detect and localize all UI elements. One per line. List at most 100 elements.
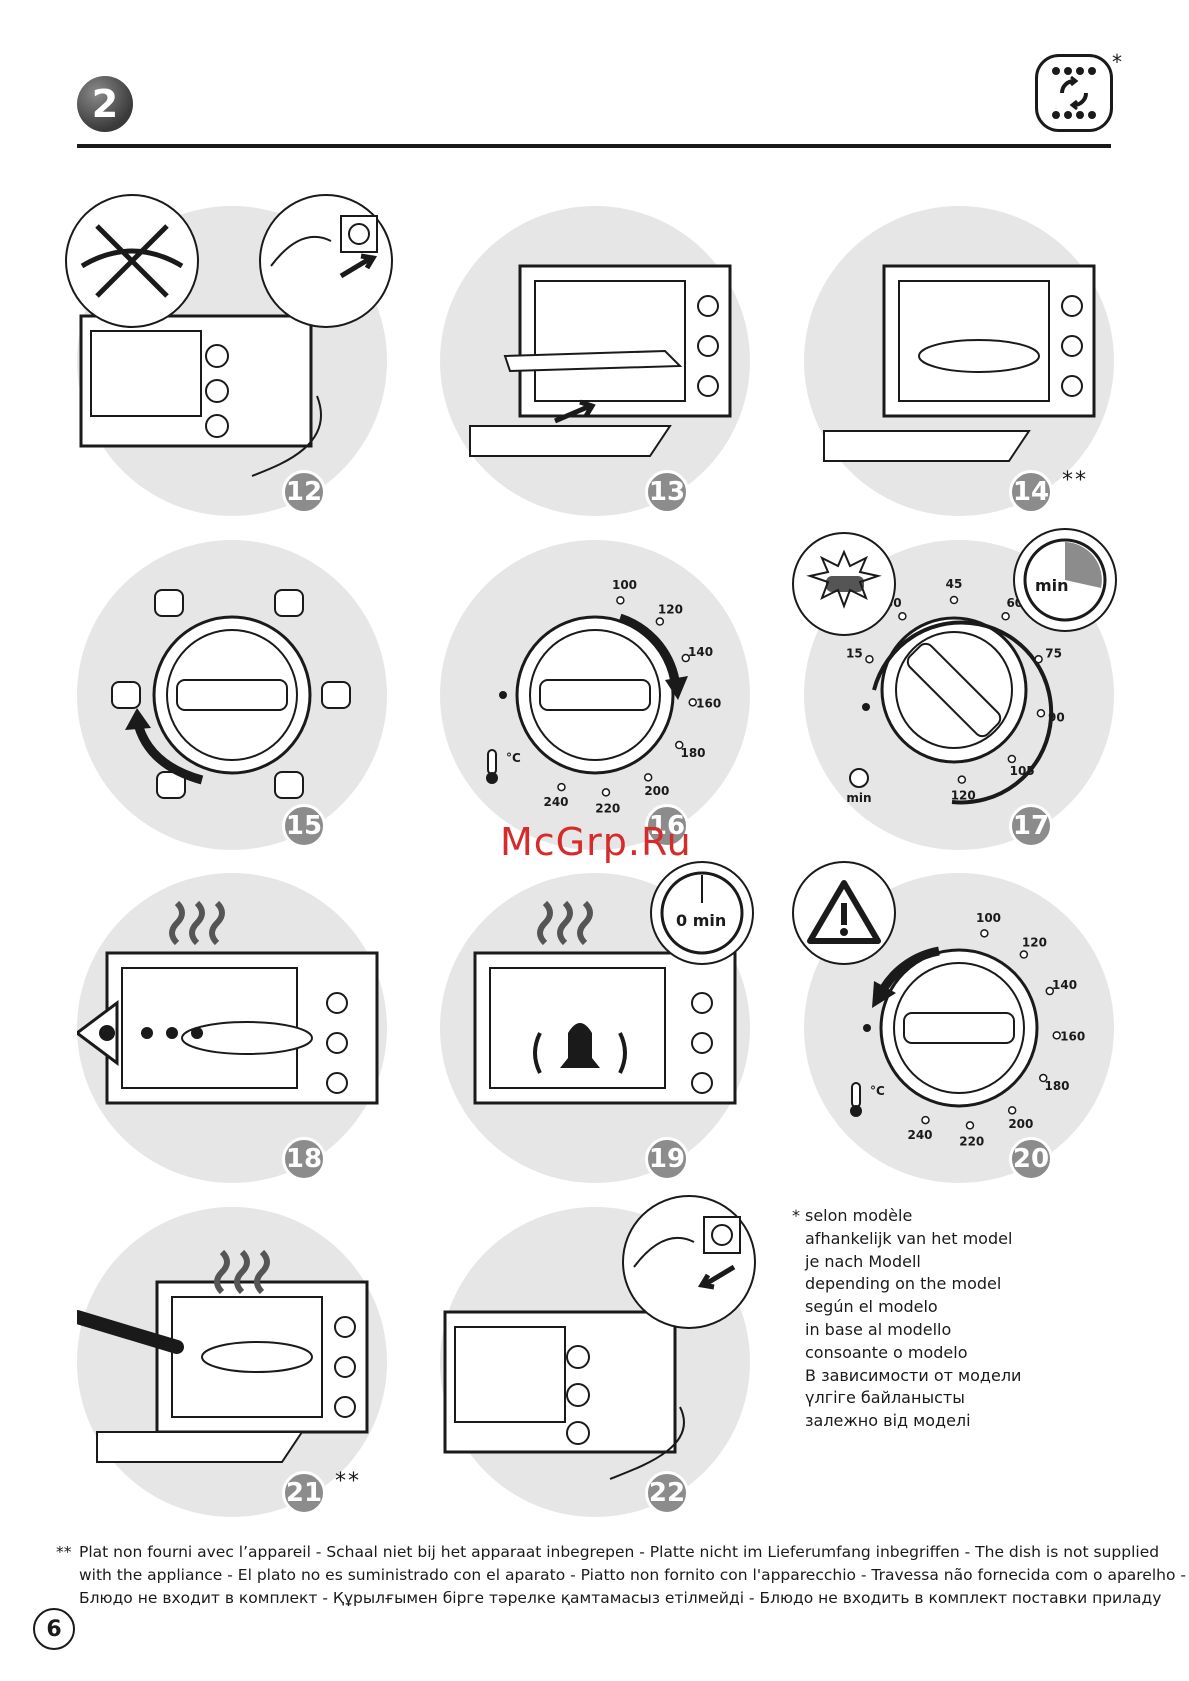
step-number-badge: 16 bbox=[645, 804, 689, 848]
step-number-badge: 13 bbox=[645, 470, 689, 514]
dial-label: 200 bbox=[644, 784, 669, 798]
model-note-line: in base al modello bbox=[805, 1319, 952, 1339]
model-note-line: depending on the model bbox=[805, 1274, 1002, 1294]
dial-tick bbox=[688, 698, 697, 707]
page-number: 6 bbox=[33, 1608, 75, 1650]
model-note-line: В зависимости от модели bbox=[805, 1365, 1022, 1385]
warning-callout bbox=[792, 861, 896, 965]
model-note-line: consoante o modelo bbox=[805, 1342, 968, 1362]
step-number-badge: 22 bbox=[645, 1471, 689, 1515]
dial-label: 15 bbox=[846, 647, 863, 661]
step-19-panel: 0 min 19 bbox=[440, 861, 754, 1183]
dial-tick bbox=[898, 612, 907, 621]
dial-label: 120 bbox=[1022, 936, 1047, 950]
mode-top-heat-icon bbox=[154, 589, 184, 617]
end-timer-callout: 0 min bbox=[650, 861, 754, 965]
watermark: McGrp.Ru bbox=[500, 820, 692, 864]
insert-dish-illustration bbox=[823, 264, 1096, 462]
unplug-callout bbox=[622, 1195, 756, 1329]
dial-tick bbox=[1007, 1106, 1017, 1115]
dial-tick bbox=[1045, 986, 1055, 996]
step-18-panel: 18 bbox=[77, 873, 387, 1183]
step-number-badge: 17 bbox=[1009, 804, 1053, 848]
dial-unit-label: min bbox=[846, 791, 871, 805]
dial-tick bbox=[1039, 1073, 1048, 1083]
dial-tick bbox=[1034, 654, 1043, 664]
clock-icon bbox=[660, 871, 744, 955]
step-number-badge: 18 bbox=[282, 1137, 326, 1181]
dial-tick bbox=[616, 596, 625, 605]
dial-tick bbox=[980, 929, 989, 938]
step-number-badge: 19 bbox=[645, 1137, 689, 1181]
step-21-panel: 21 ** bbox=[77, 1207, 387, 1517]
dial-label: 120 bbox=[951, 789, 976, 803]
mode-top-bottom-icon bbox=[274, 589, 304, 617]
dial-tick bbox=[557, 782, 566, 792]
stopwatch-icon bbox=[849, 768, 869, 788]
step-number-badge: 14 bbox=[1009, 470, 1053, 514]
oven-unpack-illustration bbox=[79, 314, 322, 477]
heating-light-callout bbox=[792, 532, 896, 636]
mode-selector-dial bbox=[111, 589, 351, 799]
dial-label: 140 bbox=[1052, 978, 1077, 992]
dial-tick bbox=[957, 775, 967, 784]
dial-label: 105 bbox=[1010, 764, 1035, 778]
dial-label: 220 bbox=[595, 801, 620, 815]
dial-unit-label: °C bbox=[506, 751, 521, 765]
cross-out-icon bbox=[80, 224, 184, 298]
model-note-line: según el modelo bbox=[805, 1297, 938, 1317]
dial-tick bbox=[965, 1121, 975, 1130]
dial-tick bbox=[643, 773, 653, 782]
power-socket-icon bbox=[633, 1216, 741, 1290]
footnote-line: Блюдо не входит в комплект - Құрылғымен … bbox=[79, 1589, 1162, 1607]
not-supplied-marker: ** bbox=[335, 1469, 361, 1494]
clock-icon bbox=[1023, 538, 1107, 622]
dial-label: 160 bbox=[696, 697, 721, 711]
dial-tick bbox=[601, 788, 611, 797]
step-number-badge: 12 bbox=[282, 470, 326, 514]
mode-bottom-heat-icon bbox=[274, 771, 304, 799]
step-13-panel: 13 bbox=[440, 206, 750, 516]
remove-dish-illustration bbox=[77, 1249, 369, 1463]
dial-tick bbox=[1001, 612, 1010, 621]
timer-callout-label: min bbox=[1035, 576, 1069, 595]
thermometer-icon bbox=[486, 749, 498, 784]
dial-tick bbox=[675, 740, 684, 750]
dial-label: 240 bbox=[543, 795, 568, 809]
mode-fan-icon bbox=[321, 681, 351, 709]
step-12-panel: 12 bbox=[65, 194, 393, 516]
footnote-line: with the appliance - El plato no es sumi… bbox=[79, 1566, 1186, 1584]
steam-icon bbox=[537, 900, 593, 946]
dial-label: 180 bbox=[680, 746, 705, 760]
dial-tick bbox=[655, 617, 665, 626]
model-note-asterisk: * bbox=[792, 1206, 800, 1225]
dial-label: 200 bbox=[1008, 1117, 1033, 1131]
model-variation-note: * selon modèle afhankelijk van het model… bbox=[792, 1205, 1022, 1433]
footnote-line: Plat non fourni avec l’appareil - Schaal… bbox=[79, 1543, 1160, 1561]
dial-tick bbox=[1036, 709, 1046, 718]
step-14-panel: 14 ** bbox=[804, 206, 1114, 516]
oven-mitt-icon bbox=[77, 1310, 184, 1354]
footnote-asterisks: ** bbox=[56, 1543, 72, 1561]
model-note-line: үлгіге байланысты bbox=[805, 1388, 965, 1408]
not-supplied-marker: ** bbox=[1062, 468, 1088, 493]
step-22-panel: 22 bbox=[440, 1195, 756, 1517]
dial-label: 140 bbox=[688, 645, 713, 659]
dial-label: 75 bbox=[1045, 647, 1062, 661]
step-number-badge: 20 bbox=[1009, 1137, 1053, 1181]
header-rule bbox=[77, 144, 1111, 148]
eye-icon bbox=[77, 1000, 119, 1066]
model-note-line: je nach Modell bbox=[805, 1251, 921, 1271]
dish-not-supplied-footnote: ** Plat non fourni avec l’appareil - Sch… bbox=[56, 1541, 1186, 1610]
thermometer-icon bbox=[850, 1082, 862, 1117]
steam-icon bbox=[169, 900, 225, 946]
end-timer-label: 0 min bbox=[676, 911, 727, 930]
dial-label: 45 bbox=[946, 577, 963, 591]
step-15-panel: 15 bbox=[77, 540, 387, 850]
insert-rack-illustration bbox=[469, 264, 732, 457]
dial-label: 180 bbox=[1044, 1079, 1069, 1093]
dial-tick bbox=[1007, 754, 1017, 764]
